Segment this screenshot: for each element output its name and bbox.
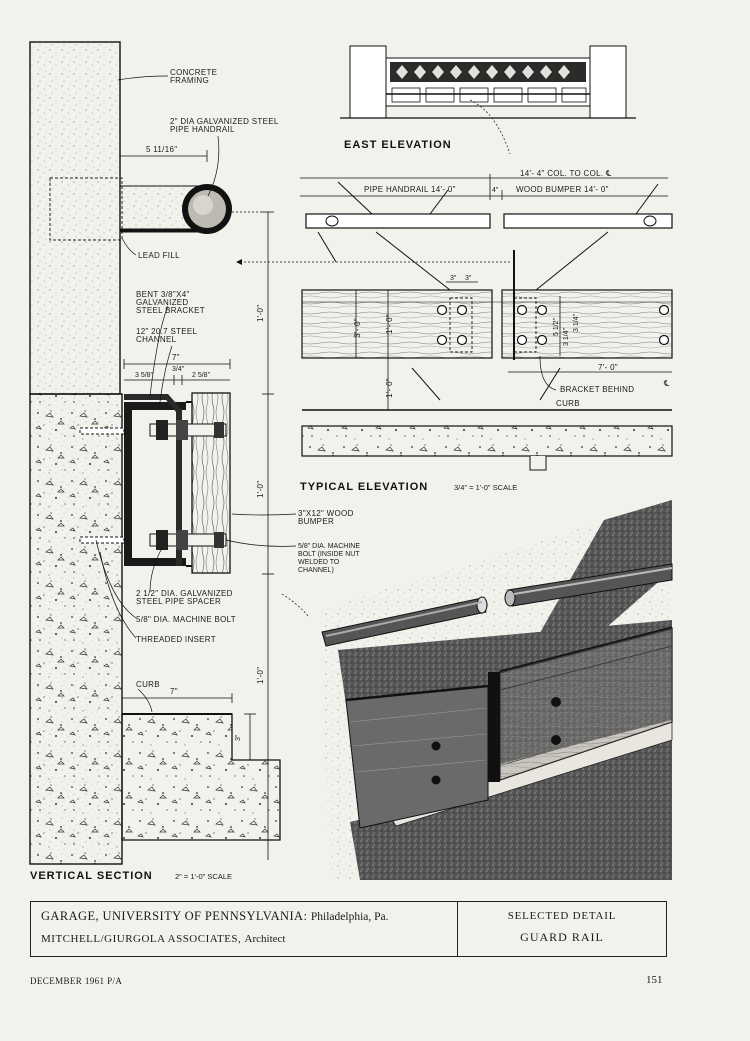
machine-bolts-section — [79, 420, 227, 550]
label-bracket-2: GALVANIZED — [136, 298, 189, 307]
concrete-column — [29, 41, 121, 395]
dim-1-0-b: 1'- 0" — [385, 378, 394, 398]
project-location: Philadelphia, Pa. — [310, 911, 389, 923]
project-name-line: GARAGE, UNIVERSITY OF PENNSYLVANIA: Phil… — [41, 909, 447, 924]
label-wood-bumper-2: BUMPER — [298, 517, 334, 526]
dim-3-b: 3" — [465, 275, 472, 282]
title-block-detail: SELECTED DETAIL GUARD RAIL — [458, 902, 666, 956]
label-pipe-spacer: 2 1/2" DIA. GALVANIZED — [136, 589, 233, 598]
label-bracket: BENT 3/8"X4" — [136, 290, 190, 299]
label-concrete-framing-2: FRAMING — [170, 76, 209, 85]
vertical-section: CONCRETE FRAMING 2" DIA GALVANIZED STEEL… — [29, 41, 360, 882]
label-wood-bumper-length: WOOD BUMPER 14'- 0" — [516, 185, 609, 194]
title-east-elevation: EAST ELEVATION — [344, 139, 452, 151]
dim-3-a: 3" — [450, 275, 457, 282]
centerline-mark: ℄ — [663, 379, 670, 388]
label-wood-bumper: 3"X12" WOOD — [298, 509, 354, 518]
dim-3-4: 3/4" — [172, 366, 185, 373]
typical-elevation: 14'- 4" COL. TO COL. ℄ PIPE HANDRAIL 14'… — [236, 169, 673, 493]
label-machine-bolt-channel-4: CHANNEL) — [298, 567, 334, 574]
label-machine-bolt-channel-3: WELDED TO — [298, 559, 340, 566]
typical-handrail-right — [503, 213, 673, 229]
label-bracket-3: STEEL BRACKET — [136, 306, 205, 315]
project-name: GARAGE, UNIVERSITY OF PENNSYLVANIA: — [41, 909, 308, 923]
steel-channel-section — [124, 402, 186, 566]
label-curb-section: CURB — [136, 680, 160, 689]
scale-typical-elevation: 3/4" = 1'-0" SCALE — [454, 483, 517, 492]
label-concrete-framing: CONCRETE — [170, 68, 217, 77]
east-elevation: EAST ELEVATION — [340, 45, 636, 155]
vdim-mid: 1'-0" — [256, 481, 265, 498]
curb-section — [121, 713, 281, 841]
vdim-low: 1'-0" — [256, 667, 265, 684]
dim-7-0: 7'- 0" — [598, 363, 618, 372]
typical-handrail-left — [305, 213, 491, 229]
title-block: GARAGE, UNIVERSITY OF PENNSYLVANIA: Phil… — [30, 901, 667, 957]
label-channel: 12" 20.7 STEEL — [136, 327, 198, 336]
dim-3-5-8: 3 5/8" — [135, 372, 154, 379]
scale-vertical-section: 2" = 1'-0" SCALE — [175, 872, 232, 881]
typical-slab — [301, 425, 673, 457]
label-threaded-insert: THREADED INSERT — [136, 635, 216, 644]
architect-line: MITCHELL/GIURGOLA ASSOCIATES, Architect — [41, 933, 447, 945]
label-pipe-spacer-2: STEEL PIPE SPACER — [136, 597, 221, 606]
dim-5-11-16: 5 11/16" — [146, 145, 177, 154]
perspective-view — [320, 500, 673, 880]
label-handrail: 2" DIA GALVANIZED STEEL — [170, 117, 279, 126]
label-channel-2: CHANNEL — [136, 335, 177, 344]
vdim-top: 1'-0" — [256, 305, 265, 322]
label-bracket-behind: BRACKET BEHIND — [560, 385, 634, 394]
issue-footer: DECEMBER 1961 P/A — [30, 976, 123, 986]
dim-3-1-4-a: 3 1/4" — [563, 327, 570, 346]
typical-bumper-left — [301, 289, 493, 359]
label-machine-bolt: 5/8" DIA. MACHINE BOLT — [136, 615, 236, 624]
label-machine-bolt-channel: 5/8" DIA. MACHINE — [298, 543, 360, 550]
label-machine-bolt-channel-2: BOLT (INSIDE NUT — [298, 551, 360, 558]
label-lead-fill: LEAD FILL — [138, 251, 180, 260]
dim-3-1-4-b: 3 1/4" — [573, 313, 580, 332]
section-horizontal-dims — [119, 150, 256, 760]
dim-curb-3: 3" — [235, 734, 242, 741]
dim-3-0: 3'- 0" — [353, 318, 362, 338]
architect-role: Architect — [244, 933, 286, 945]
label-curb-elevation: CURB — [556, 399, 580, 408]
dim-curb-7: 7" — [170, 687, 178, 696]
typical-bumper-right — [501, 289, 673, 359]
dim-col-to-col: 14'- 4" COL. TO COL. ℄ — [520, 169, 612, 178]
dim-2-5-8: 2 5/8" — [192, 372, 211, 379]
title-typical-elevation: TYPICAL ELEVATION — [300, 481, 428, 493]
architect-name: MITCHELL/GIURGOLA ASSOCIATES, — [41, 933, 242, 945]
selected-detail-label: SELECTED DETAIL — [507, 910, 617, 922]
detail-name: GUARD RAIL — [520, 930, 604, 944]
dim-7: 7" — [172, 353, 180, 362]
vertical-dimensions — [232, 211, 274, 860]
page-number: 151 — [646, 974, 663, 986]
dim-gap-4: 4" — [492, 187, 499, 194]
dim-1-0-a: 1'- 0" — [385, 314, 394, 334]
title-vertical-section: VERTICAL SECTION — [30, 870, 153, 882]
dim-5-1-2: 5 1/2" — [553, 317, 560, 336]
section-leaders — [95, 75, 309, 713]
title-block-project: GARAGE, UNIVERSITY OF PENNSYLVANIA: Phil… — [31, 902, 458, 956]
label-handrail-2: PIPE HANDRAIL — [170, 125, 235, 134]
label-pipe-handrail-length: PIPE HANDRAIL 14'- 0" — [364, 185, 456, 194]
